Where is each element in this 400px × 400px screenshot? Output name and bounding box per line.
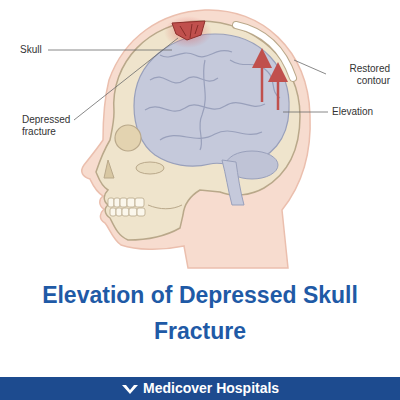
nasal-cavity — [104, 160, 114, 178]
cheekbone — [136, 162, 164, 174]
restored-contour — [236, 25, 293, 78]
teeth — [108, 198, 145, 216]
elevation-arrow — [261, 58, 264, 102]
head-skin — [82, 10, 310, 268]
part-label: Skull — [20, 44, 60, 56]
fracture-cracks — [180, 24, 198, 38]
elevation-arrow — [277, 72, 280, 110]
jaw-line — [148, 205, 182, 209]
brain — [134, 34, 289, 166]
part-label: Elevation — [332, 106, 392, 118]
title: Elevation of Depressed Skull Fracture — [30, 277, 370, 349]
brand-logo — [121, 382, 139, 396]
brain-gyri — [145, 51, 280, 150]
skull-bone — [96, 21, 300, 240]
part-label: Restored contour — [330, 63, 390, 87]
footer-brand: Medicover Hospitals — [143, 377, 279, 400]
part-label: Depressed fracture — [22, 114, 78, 138]
eye-orbit — [115, 125, 141, 151]
leader-lines — [48, 38, 328, 120]
brainstem — [222, 160, 244, 205]
brand-logo-mark — [122, 385, 138, 394]
restored-contour-fill — [236, 25, 293, 78]
depressed-fracture — [172, 21, 205, 40]
